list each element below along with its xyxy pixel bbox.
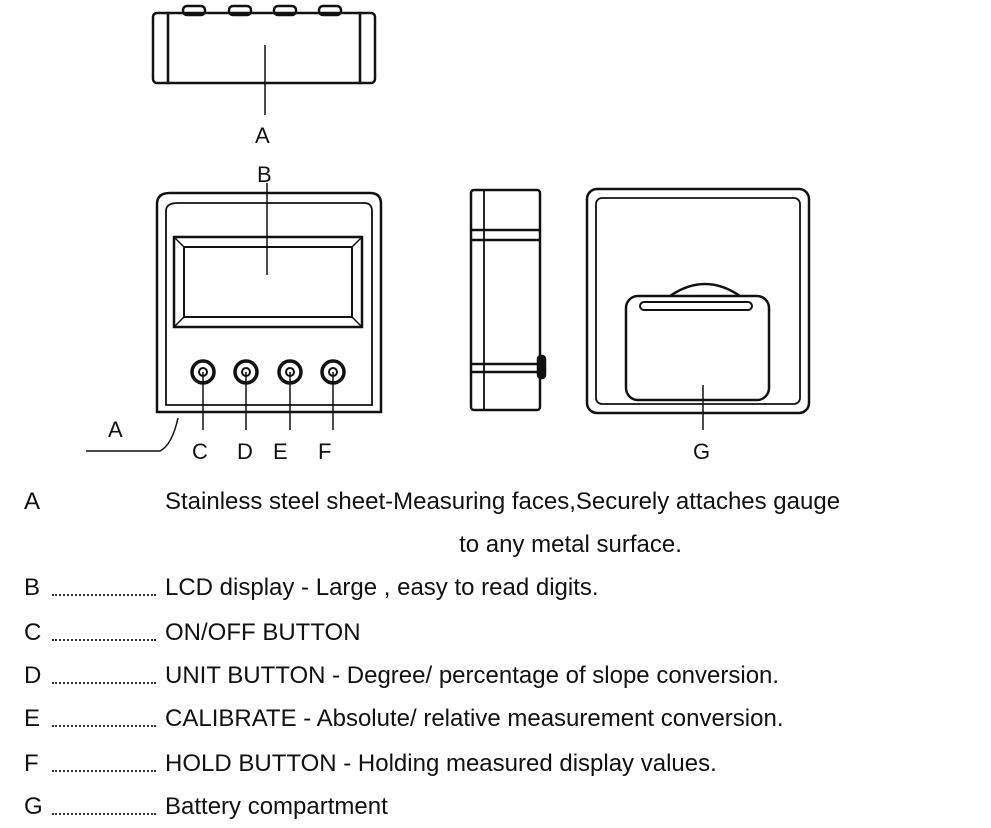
- legend-text: ON/OFF BUTTON: [165, 619, 361, 646]
- callout-c: C: [192, 439, 208, 464]
- legend-item-c: C ON/OFF BUTTON: [0, 613, 991, 653]
- callout-g: G: [693, 439, 710, 464]
- legend-letter: C: [24, 619, 42, 646]
- leader-dots: [52, 725, 156, 727]
- legend-item-d: D UNIT BUTTON - Degree/ percentage of sl…: [0, 656, 991, 696]
- legend-letter: G: [24, 793, 43, 820]
- leader-dots: [52, 594, 156, 596]
- callout-e: E: [273, 439, 288, 464]
- callout-b: B: [257, 162, 272, 187]
- callout-d: D: [237, 439, 253, 464]
- legend-text: LCD display - Large , easy to read digit…: [165, 574, 599, 601]
- front-view: [86, 183, 383, 452]
- back-view: [585, 187, 811, 430]
- leader-dots: [52, 770, 156, 772]
- callout-f: F: [318, 439, 331, 464]
- leader-dots: [52, 813, 156, 815]
- legend-item-a: A Stainless steel sheet-Measuring faces,…: [0, 482, 991, 522]
- legend-text: Stainless steel sheet-Measuring faces,Se…: [165, 488, 841, 515]
- legend-letter: F: [24, 750, 39, 777]
- legend-letter: E: [24, 705, 41, 732]
- legend-item-b: B LCD display - Large , easy to read dig…: [0, 568, 991, 608]
- battery-door-graphic: [624, 294, 771, 402]
- legend-text: CALIBRATE - Absolute/ relative measureme…: [165, 705, 784, 732]
- callout-a-side: A: [108, 417, 123, 442]
- legend-text: UNIT BUTTON - Degree/ percentage of slop…: [165, 662, 780, 689]
- top-view: [151, 4, 377, 115]
- legend-letter: B: [24, 574, 41, 601]
- side-view: [469, 188, 547, 412]
- legend-letter: A: [24, 488, 41, 515]
- legend-item-e: E CALIBRATE - Absolute/ relative measure…: [0, 699, 991, 739]
- legend-item-f: F HOLD BUTTON - Holding measured display…: [0, 744, 991, 784]
- legend-text: HOLD BUTTON - Holding measured display v…: [165, 750, 717, 777]
- legend-letter: D: [24, 662, 42, 689]
- leader-dots: [52, 639, 156, 641]
- device-diagram: A B A C D E F G: [86, 4, 811, 464]
- leader-dots: [52, 682, 156, 684]
- legend-text-continuation: to any metal surface.: [459, 531, 682, 558]
- callout-a-top: A: [255, 123, 270, 148]
- legend-item-g: G Battery compartment: [0, 787, 991, 827]
- legend-text: Battery compartment: [165, 793, 388, 820]
